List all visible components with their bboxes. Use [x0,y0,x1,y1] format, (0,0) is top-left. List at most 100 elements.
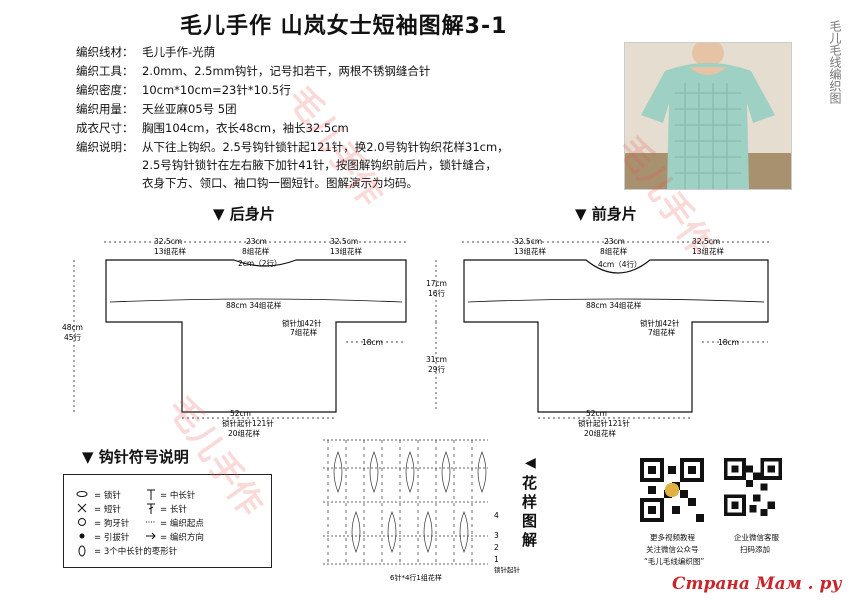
qr1-caption-a: 更多视频教程 [650,533,695,542]
info-value: 衣身下方、领口、袖口钩一圈短针。图解演示为均码。 [142,176,418,190]
stitch-arrow-icon: ◀ [525,455,536,471]
legend-dc: = 长针 [160,505,187,515]
info-line: 编织密度： 10cm*10cm=23针*10.5行 [76,82,291,98]
chain-icon [76,491,88,497]
qr-code-video [640,458,704,522]
picot-icon [78,518,86,526]
front-upper-sub: 16行 [428,288,446,298]
back-top-mid: 23cm [246,237,267,246]
chain-start-label: 锁针起针 [494,565,521,574]
stitch-chart: 4 3 2 1 锁针起针 6针*4行1组花样 [323,439,521,582]
front-width: 88cm 34组花样 [586,300,642,310]
stitch-row-1: 1 [494,555,499,564]
symbols-heading: ▼ 钩针符号说明 [82,448,189,466]
back-height-sub: 45行 [64,332,82,342]
info-line: 成衣尺寸： 胸围104cm，衣长48cm，袖长32.5cm [76,120,349,136]
direction-icon [146,532,156,540]
info-value: 2.5号钩针锁针在左右腋下加针41针，按图解钩织前后片，锁针缝合， [142,158,497,172]
site-logo[interactable]: Страна Мам . ру [672,574,842,594]
front-top-right: 32.5cm [692,237,720,246]
stitch-chart-title: 花样图解 [522,474,538,549]
stitch-row-3: 3 [494,531,499,540]
front-lower: 31cm [426,355,447,364]
info-label: 编织说明： [76,140,134,154]
info-line: 编织用量： 天丝亚麻05号 5团 [76,101,237,117]
qr2-caption-b: 扫码添加 [740,545,770,554]
repeat-label: 6针*4行1组花样 [390,573,442,582]
back-bottom: 52cm [230,409,251,418]
legend-icons [76,491,88,557]
info-line: 编织说明： 从下往上钩织。2.5号钩针锁针起121针，换2.0号钩针钩织花样31c… [76,139,509,155]
front-upper: 17cm [426,279,447,288]
legend-slip: = 引拔针 [94,533,130,543]
sweater-illustration [625,43,791,189]
puff-stitch-icon [78,545,86,557]
front-lower-sub: 29行 [428,364,446,374]
info-value: 胸围104cm，衣长48cm，袖长32.5cm [142,121,349,135]
info-value: 2.0mm、2.5mm钩针，记号扣若干，两根不锈钢缝合针 [142,64,431,78]
garment-photo [624,42,792,190]
side-watermark: 毛儿毛线编织图 [828,20,842,104]
front-arm-add-sub: 7组花样 [648,327,676,337]
info-line: 编织工具： 2.0mm、2.5mm钩针，记号扣若干，两根不锈钢缝合针 [76,63,430,79]
back-panel-diagram: 32.5cm 13组花样 23cm 8组花样 32.5cm 13组花样 2cm（… [62,237,408,438]
front-top-left: 32.5cm [514,237,542,246]
back-top-right-sub: 13组花样 [330,246,363,256]
back-top-mid-sub: 8组花样 [242,246,270,256]
back-arm-add: 锁针加42针 [282,318,322,328]
front-side: 18cm [718,338,739,347]
qr2-caption-a: 企业微信客服 [734,533,779,542]
info-line: 衣身下方、领口、袖口钩一圈短针。图解演示为均码。 [142,175,418,191]
front-top-left-sub: 13组花样 [514,246,547,256]
hdc-icon [147,489,155,500]
stitch-row-2: 2 [494,543,499,552]
info-value: 毛儿手作-光荫 [142,45,216,59]
qr1-caption-b: 关注微信公众号 [646,545,699,554]
front-arm-add: 锁针加42针 [640,318,680,328]
back-top-left: 32.5cm [154,237,182,246]
back-bottom-sub1: 锁针起针121针 [222,418,274,428]
info-label: 编织密度： [76,83,134,97]
back-width: 88cm 34组花样 [226,300,282,310]
back-side: 18cm [362,338,383,347]
front-panel-heading: ▼ 前身片 [575,205,637,223]
legend-icons-2 [146,489,156,540]
page-title: 毛儿手作 山岚女士短袖图解3-1 [180,14,508,39]
back-height: 48cm [62,323,83,332]
legend-picot: = 狗牙针 [94,519,130,529]
legend-start: = 编织起点 [160,519,204,529]
dc-icon [147,503,155,514]
back-neck: 2cm（2行） [238,258,281,268]
front-bottom: 52cm [586,409,607,418]
info-value: 10cm*10cm=23针*10.5行 [142,83,291,97]
front-top-mid: 23cm [604,237,625,246]
info-label: 编织工具： [76,64,134,78]
front-top-right-sub: 13组花样 [692,246,725,256]
front-bottom-sub1: 锁针起针121针 [578,418,630,428]
info-label: 编织用量： [76,102,134,116]
legend-chain: = 锁针 [94,491,121,501]
symbol-legend: = 锁针 = 短针 = 狗牙针 = 引拔针 = 3个中长针的枣形针 = 中长针 … [63,474,272,568]
single-crochet-icon [77,503,87,513]
legend-direction: = 编织方向 [160,533,204,543]
legend-puff: = 3个中长针的枣形针 [94,547,178,557]
legend-single: = 短针 [94,505,121,515]
back-panel-heading: ▼ 后身片 [213,205,275,223]
front-top-mid-sub: 8组花样 [600,246,628,256]
back-bottom-sub2: 20组花样 [228,428,261,438]
qr1-caption-c: “毛儿毛线编织图” [644,557,705,566]
back-top-left-sub: 13组花样 [154,246,187,256]
front-bottom-sub2: 20组花样 [584,428,617,438]
info-value: 从下往上钩织。2.5号钩针锁针起121针，换2.0号钩针钩织花样31cm， [142,140,509,154]
slip-stitch-icon [79,533,85,539]
info-label: 成衣尺寸： [76,121,134,135]
qr-code-service [724,458,782,516]
front-neck: 4cm（4行） [598,259,641,269]
front-panel-diagram: 32.5cm 13组花样 23cm 8组花样 32.5cm 13组花样 4cm（… [426,237,770,438]
back-arm-add-sub: 7组花样 [290,327,318,337]
back-top-right: 32.5cm [330,237,358,246]
info-label: 编织线材： [76,45,134,59]
stitch-row-4: 4 [494,511,499,520]
info-line: 2.5号钩针锁针在左右腋下加针41针，按图解钩织前后片，锁针缝合， [142,157,497,173]
info-value: 天丝亚麻05号 5团 [142,102,237,116]
